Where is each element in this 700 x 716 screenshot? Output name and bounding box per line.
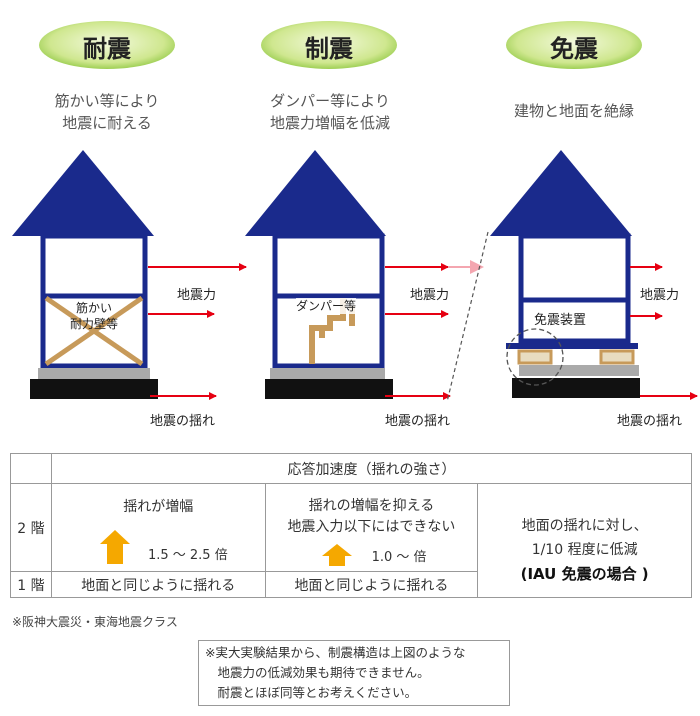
- desc-seishin-line2: 地震力増幅を低減: [269, 114, 390, 132]
- col3-bold: (IAU 免震の場合 ): [520, 565, 649, 583]
- force-label-3: 地震力: [640, 288, 680, 303]
- col1-top-text: 揺れが増幅: [123, 499, 194, 515]
- force-arrow-2a-ghost-head: [470, 260, 484, 274]
- desc-taishin-line2: 地震に耐える: [62, 114, 152, 132]
- isolator-left: [517, 349, 553, 365]
- shake-label-1: 地震の揺れ: [150, 414, 216, 429]
- title-taishin: 耐震: [83, 35, 131, 63]
- table-row-floor1: 1 階 地面と同じように揺れる 地面と同じように揺れる: [10, 571, 692, 598]
- cell-taishin-floor1: 地面と同じように揺れる: [50, 571, 266, 598]
- note-box: ※実大実験結果から、制震構造は上図のような 地震力の低減効果も期待できません。 …: [198, 640, 510, 706]
- desc-taishin: 筋かい等により 地震に耐える: [0, 90, 217, 134]
- shake-label-3: 地震の揺れ: [617, 414, 683, 429]
- table-corner: [10, 453, 52, 484]
- brace-label: 筋かい 耐力壁等: [70, 300, 118, 332]
- col3-line2: 1/10 程度に低減: [531, 542, 638, 558]
- footnote: ※阪神大震災・東海地震クラス: [12, 615, 178, 629]
- damper-label: ダンパー等: [296, 298, 357, 314]
- col2-top-line2: 地震入力以下にはできない: [287, 519, 456, 535]
- frame-1: [40, 233, 148, 369]
- title-seishin: 制震: [305, 35, 353, 63]
- structure-diagram: [12, 21, 698, 403]
- col2-top-text: 揺れの増幅を抑える 地震入力以下にはできない: [266, 496, 478, 538]
- col2-value: 1.0 〜 倍: [371, 550, 427, 565]
- roof-3: [490, 150, 632, 236]
- dashed-guide: [446, 231, 489, 403]
- table-row-floor2: 2 階 揺れが増幅 1.5 〜 2.5 倍 揺れの増幅を抑える 地震入力以下には…: [10, 483, 692, 598]
- table-header-row: 応答加速度（揺れの強さ）: [10, 453, 693, 484]
- up-arrow-icon-2: [321, 544, 352, 556]
- ground-1: [30, 379, 158, 399]
- pill-seishin: [261, 21, 397, 69]
- title-menshin: 免震: [550, 35, 598, 63]
- force-label-2: 地震力: [410, 288, 450, 303]
- roof-2: [245, 150, 386, 236]
- base-2: [270, 368, 385, 379]
- base-3: [519, 365, 639, 376]
- brace-1b: [44, 295, 144, 367]
- isolator-right: [599, 349, 635, 365]
- note-line2: 地震力の低減効果も期待できません。: [205, 665, 430, 680]
- desc-menshin: 建物と地面を絶縁: [464, 100, 684, 122]
- base-slab-3: [506, 343, 638, 349]
- note-line3: 耐震とほぼ同等とお考えください。: [205, 685, 418, 700]
- force-label-1: 地震力: [177, 288, 217, 303]
- ground-2: [265, 379, 393, 399]
- desc-menshin-line1: 建物と地面を絶縁: [513, 102, 634, 120]
- desc-seishin: ダンパー等により 地震力増幅を低減: [220, 90, 440, 134]
- base-1: [38, 368, 150, 379]
- cell-seishin-floor2: 揺れの増幅を抑える 地震入力以下にはできない 1.0 〜 倍: [264, 483, 479, 572]
- pill-menshin: [506, 21, 642, 69]
- frame-2: [272, 233, 385, 369]
- brace-label-line2: 耐力壁等: [70, 317, 119, 331]
- note-line1: ※実大実験結果から、制震構造は上図のような: [205, 645, 466, 660]
- col2-top-line1: 揺れの増幅を抑える: [308, 498, 435, 514]
- cell-seishin-floor1: 地面と同じように揺れる: [264, 571, 479, 598]
- table-header: 応答加速度（揺れの強さ）: [50, 453, 693, 484]
- isolator-highlight: [506, 328, 564, 386]
- response-table: 応答加速度（揺れの強さ） 2 階 揺れが増幅 1.5 〜 2.5 倍 揺れの増幅…: [10, 453, 693, 598]
- cell-menshin: 地面の揺れに対し、 1/10 程度に低減 (IAU 免震の場合 ): [477, 483, 692, 598]
- shake-label-2: 地震の揺れ: [385, 414, 451, 429]
- ground-3: [512, 378, 640, 398]
- frame-3: [518, 233, 631, 344]
- desc-seishin-line1: ダンパー等により: [270, 92, 390, 110]
- floor1-label: 1 階: [10, 571, 52, 598]
- col3-line1: 地面の揺れに対し、: [521, 518, 648, 534]
- cell-taishin-floor2: 揺れが増幅 1.5 〜 2.5 倍: [50, 483, 266, 572]
- floor2-label: 2 階: [10, 483, 52, 572]
- desc-taishin-line1: 筋かい等により: [54, 92, 160, 110]
- pill-taishin: [39, 21, 175, 69]
- roof-1: [12, 150, 154, 236]
- up-arrow-icon-1: [99, 530, 130, 544]
- brace-label-line1: 筋かい: [76, 301, 113, 315]
- up-arrow-stem-2: [328, 556, 345, 566]
- isolator-label: 免震装置: [534, 313, 587, 328]
- col1-value: 1.5 〜 2.5 倍: [147, 548, 228, 563]
- up-arrow-stem-1: [106, 544, 123, 564]
